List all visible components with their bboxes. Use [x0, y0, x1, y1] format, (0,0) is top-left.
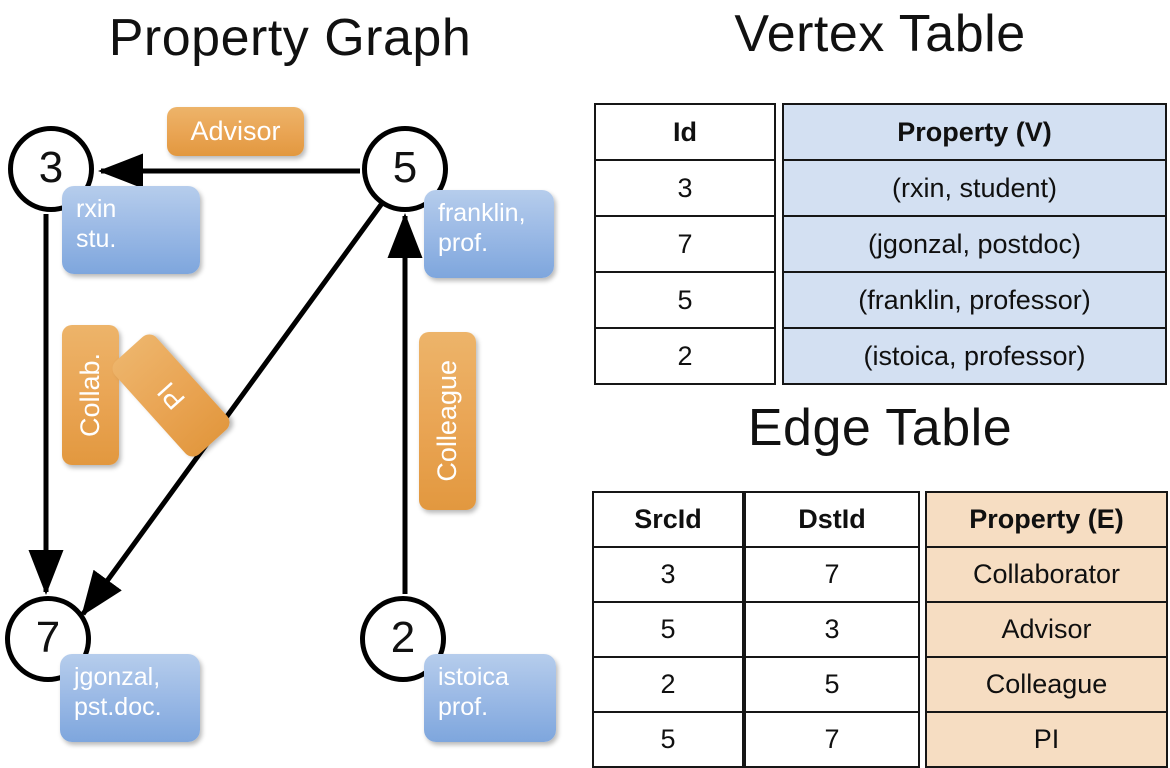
table-row[interactable]: 5 [744, 656, 920, 713]
edge-cell-dstid: 7 [744, 546, 920, 603]
page-title-vertex-table: Vertex Table [734, 5, 1026, 63]
edge-label-pi-text: PI [150, 376, 191, 416]
edge-table-srcid-column: SrcId 3 5 2 5 [592, 491, 744, 768]
page-title-property-graph: Property Graph [108, 9, 472, 67]
table-row[interactable]: 7 [744, 546, 920, 603]
vertex-property-franklin-line1: franklin, [438, 199, 526, 227]
table-row[interactable]: (rxin, student) [782, 159, 1167, 217]
edge-cell-dstid: 3 [744, 601, 920, 658]
table-row[interactable]: 2 [594, 327, 776, 385]
vertex-property-rxin-line2: stu. [76, 224, 117, 253]
graph-node-5[interactable]: 5 [362, 126, 448, 212]
graph-node-3-label: 3 [38, 143, 64, 193]
table-row[interactable]: 3 [594, 159, 776, 217]
page-title-edge-table: Edge Table [747, 399, 1013, 457]
table-row[interactable]: 7 [594, 215, 776, 273]
edge-cell-property: Colleague [925, 656, 1168, 713]
vertex-property-jgonzal-line2: pst.doc. [74, 692, 162, 721]
table-row[interactable]: 3 [744, 601, 920, 658]
vertex-cell-property: (istoica, professor) [782, 327, 1167, 385]
vertex-property-jgonzal-line1: jgonzal, [74, 663, 161, 691]
table-row[interactable]: Advisor [925, 601, 1168, 658]
vertex-property-box-rxin[interactable]: rxin stu. [62, 186, 200, 274]
graph-node-2[interactable]: 2 [360, 596, 446, 682]
table-header-row: Property (V) [782, 103, 1167, 161]
edge-cell-dstid: 5 [744, 656, 920, 713]
edge-arrow-pi [80, 200, 386, 617]
table-row[interactable]: 7 [744, 711, 920, 768]
table-header-row: SrcId [592, 491, 744, 548]
vertex-property-box-jgonzal[interactable]: jgonzal, pst.doc. [60, 654, 200, 742]
table-row[interactable]: (jgonzal, postdoc) [782, 215, 1167, 273]
vertex-cell-property: (rxin, student) [782, 159, 1167, 217]
vertex-property-box-istoica[interactable]: istoica prof. [424, 654, 556, 742]
edge-label-colleague-text: Colleague [432, 360, 462, 482]
edge-cell-srcid: 5 [592, 601, 744, 658]
table-row[interactable]: (franklin, professor) [782, 271, 1167, 329]
edge-label-box-advisor[interactable]: Advisor [167, 107, 304, 156]
edge-cell-property: Advisor [925, 601, 1168, 658]
vertex-property-istoica-line2: prof. [438, 692, 489, 721]
vertex-cell-id: 7 [594, 215, 776, 273]
table-row[interactable]: 5 [594, 271, 776, 329]
table-row[interactable]: (istoica, professor) [782, 327, 1167, 385]
table-row[interactable]: 3 [592, 546, 744, 603]
table-header-row: Id [594, 103, 776, 161]
table-header-row: DstId [744, 491, 920, 548]
table-row[interactable]: PI [925, 711, 1168, 768]
edge-table-dstid-column: DstId 7 3 5 7 [744, 491, 920, 768]
vertex-cell-property: (jgonzal, postdoc) [782, 215, 1167, 273]
vertex-table-header-id: Id [594, 103, 776, 161]
graph-node-5-label: 5 [392, 143, 418, 193]
edge-label-box-colleague[interactable]: Colleague [419, 332, 476, 510]
edge-cell-dstid: 7 [744, 711, 920, 768]
edge-table-header-srcid: SrcId [592, 491, 744, 548]
edge-cell-property: PI [925, 711, 1168, 768]
table-row[interactable]: Colleague [925, 656, 1168, 713]
table-header-row: Property (E) [925, 491, 1168, 548]
graph-edges-svg [28, 153, 423, 617]
edge-label-advisor-text: Advisor [190, 116, 281, 146]
vertex-cell-property: (franklin, professor) [782, 271, 1167, 329]
edge-table-property-column: Property (E) Collaborator Advisor Collea… [925, 491, 1168, 768]
vertex-property-franklin-line2: prof. [438, 228, 489, 257]
table-row[interactable]: 5 [592, 711, 744, 768]
edge-label-box-collab[interactable]: Collab. [62, 325, 119, 465]
edge-table-header-property: Property (E) [925, 491, 1168, 548]
table-row[interactable]: Collaborator [925, 546, 1168, 603]
edge-cell-srcid: 3 [592, 546, 744, 603]
vertex-table-header-property: Property (V) [782, 103, 1167, 161]
vertex-cell-id: 2 [594, 327, 776, 385]
vertex-table-id-column: Id 3 7 5 2 [594, 103, 776, 385]
graph-node-2-label: 2 [390, 613, 416, 663]
vertex-property-istoica-line1: istoica [438, 663, 509, 691]
vertex-property-box-franklin[interactable]: franklin, prof. [424, 190, 554, 278]
graph-node-7-label: 7 [35, 613, 61, 663]
vertex-cell-id: 3 [594, 159, 776, 217]
edge-label-collab-text: Collab. [75, 352, 105, 438]
edge-table-header-dstid: DstId [744, 491, 920, 548]
table-row[interactable]: 2 [592, 656, 744, 713]
property-graph-diagram: 3 5 7 2 rxin stu. franklin, prof. jgonza… [0, 0, 585, 760]
vertex-table-property-column: Property (V) (rxin, student) (jgonzal, p… [782, 103, 1167, 385]
vertex-cell-id: 5 [594, 271, 776, 329]
table-row[interactable]: 5 [592, 601, 744, 658]
edge-cell-property: Collaborator [925, 546, 1168, 603]
vertex-property-rxin-line1: rxin [76, 195, 117, 223]
edge-cell-srcid: 5 [592, 711, 744, 768]
edge-cell-srcid: 2 [592, 656, 744, 713]
